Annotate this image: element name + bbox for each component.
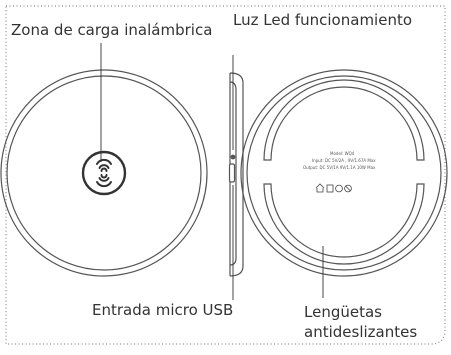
wireless-icon bbox=[96, 158, 112, 188]
pad-inner-ring bbox=[6, 75, 202, 271]
square-icon bbox=[326, 184, 334, 193]
label-micro-usb: Entrada micro USB bbox=[92, 301, 234, 319]
spec-output: Output: DC 5V/1A 9V/1.1A 10W Max bbox=[303, 165, 376, 170]
certification-icons bbox=[315, 183, 352, 193]
spec-input: Input: DC 5V/2A , 9V/1.67A Max bbox=[312, 158, 376, 163]
label-anti-slip-line2: antideslizantes bbox=[304, 323, 418, 341]
anti-slip-strip-top bbox=[263, 79, 425, 161]
label-led: Luz Led funcionamiento bbox=[233, 11, 413, 29]
label-wireless-zone: Zona de carga inalámbrica bbox=[11, 21, 213, 39]
label-anti-slip-line1: Lengüetas bbox=[304, 303, 382, 321]
spec-model: Model: WQ4 bbox=[330, 151, 355, 156]
pad-top-view bbox=[0, 43, 208, 277]
micro-usb-port bbox=[228, 163, 236, 183]
side-outer-profile bbox=[229, 72, 244, 277]
house-icon bbox=[315, 183, 325, 193]
led-indicator bbox=[230, 154, 236, 160]
recycle-icon bbox=[335, 184, 343, 193]
pad-side-view bbox=[228, 55, 244, 300]
anti-slip-strip-bottom bbox=[263, 183, 425, 265]
pad-outer-ring bbox=[0, 69, 208, 277]
back-inner-ring bbox=[246, 75, 442, 271]
back-outer-ring bbox=[240, 69, 448, 277]
bin-icon bbox=[344, 184, 352, 193]
pad-back-view bbox=[240, 69, 448, 298]
label-anti-slip: Lengüetas antideslizantes bbox=[304, 302, 417, 342]
dotted-frame bbox=[5, 5, 446, 345]
charging-zone-ring bbox=[81, 150, 127, 196]
